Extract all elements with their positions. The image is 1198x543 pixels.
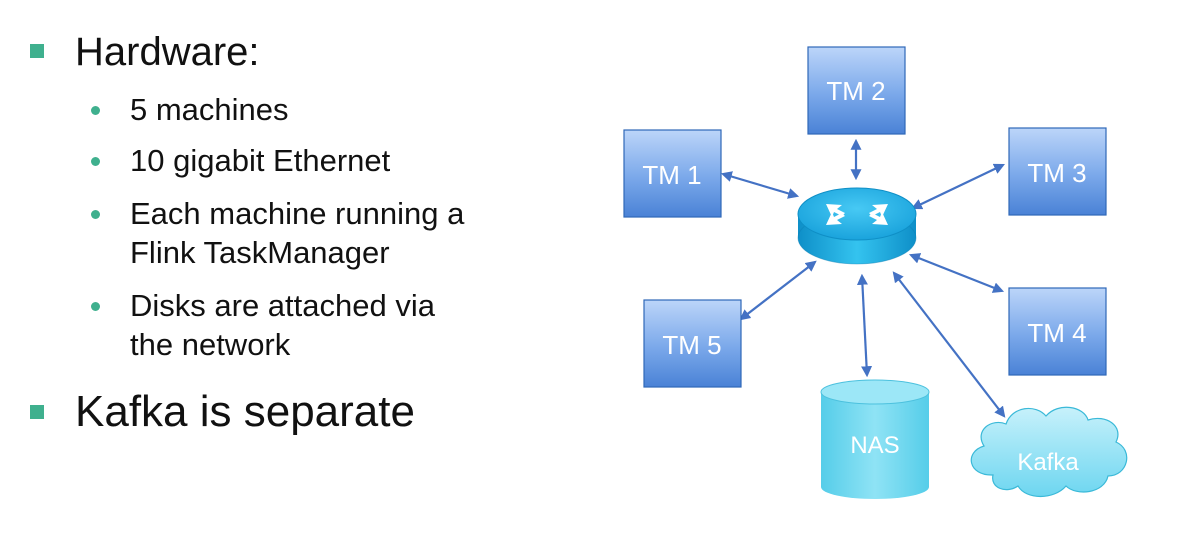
dot-bullet-icon	[91, 106, 100, 115]
kafka-cloud-node: Kafka	[970, 406, 1128, 498]
sub-bullet-text: Disks are attached via	[130, 288, 435, 323]
tm2-label: TM 2	[826, 76, 885, 106]
link-tm5-router	[739, 260, 817, 321]
nas-storage-node: NAS	[820, 379, 930, 499]
tm4-node: TM 4	[1008, 287, 1107, 376]
dot-bullet-icon	[91, 210, 100, 219]
sub-bullet-machines: 5 machines	[91, 90, 289, 129]
tm5-node: TM 5	[643, 299, 742, 388]
network-router-icon	[797, 187, 917, 265]
tm3-label: TM 3	[1027, 158, 1086, 188]
bullet-hardware-label: Hardware:	[75, 30, 260, 74]
sub-bullet-taskmanager: Each machine running a Flink TaskManager	[91, 194, 465, 272]
tm2-node: TM 2	[807, 46, 906, 135]
tm1-label: TM 1	[642, 160, 701, 190]
sub-bullet-text: 10 gigabit Ethernet	[130, 143, 391, 178]
bullet-kafka-label: Kafka is separate	[75, 387, 415, 436]
sub-bullet-ethernet: 10 gigabit Ethernet	[91, 141, 391, 180]
bullet-hardware: Hardware:	[30, 29, 260, 75]
kafka-label: Kafka	[1017, 449, 1079, 476]
dot-bullet-icon	[91, 302, 100, 311]
nas-label: NAS	[850, 432, 899, 459]
link-tm3-router	[911, 163, 1005, 210]
bullet-kafka: Kafka is separate	[30, 387, 415, 437]
tm4-label: TM 4	[1027, 318, 1086, 348]
link-nas-router	[856, 273, 873, 378]
square-bullet-icon	[30, 44, 44, 58]
sub-bullet-disks: Disks are attached via the network	[91, 286, 435, 364]
sub-bullet-text: Flink TaskManager	[130, 235, 390, 270]
link-tm1-router	[720, 171, 800, 199]
sub-bullet-text: 5 machines	[130, 92, 289, 127]
dot-bullet-icon	[91, 157, 100, 166]
link-tm4-router	[908, 253, 1005, 293]
tm5-label: TM 5	[662, 330, 721, 360]
sub-bullet-text: Each machine running a	[130, 196, 465, 231]
square-bullet-icon	[30, 405, 44, 419]
link-kafka-router	[892, 271, 1006, 418]
tm1-node: TM 1	[623, 129, 722, 218]
sub-bullet-text: the network	[130, 327, 291, 362]
tm3-node: TM 3	[1008, 127, 1107, 216]
